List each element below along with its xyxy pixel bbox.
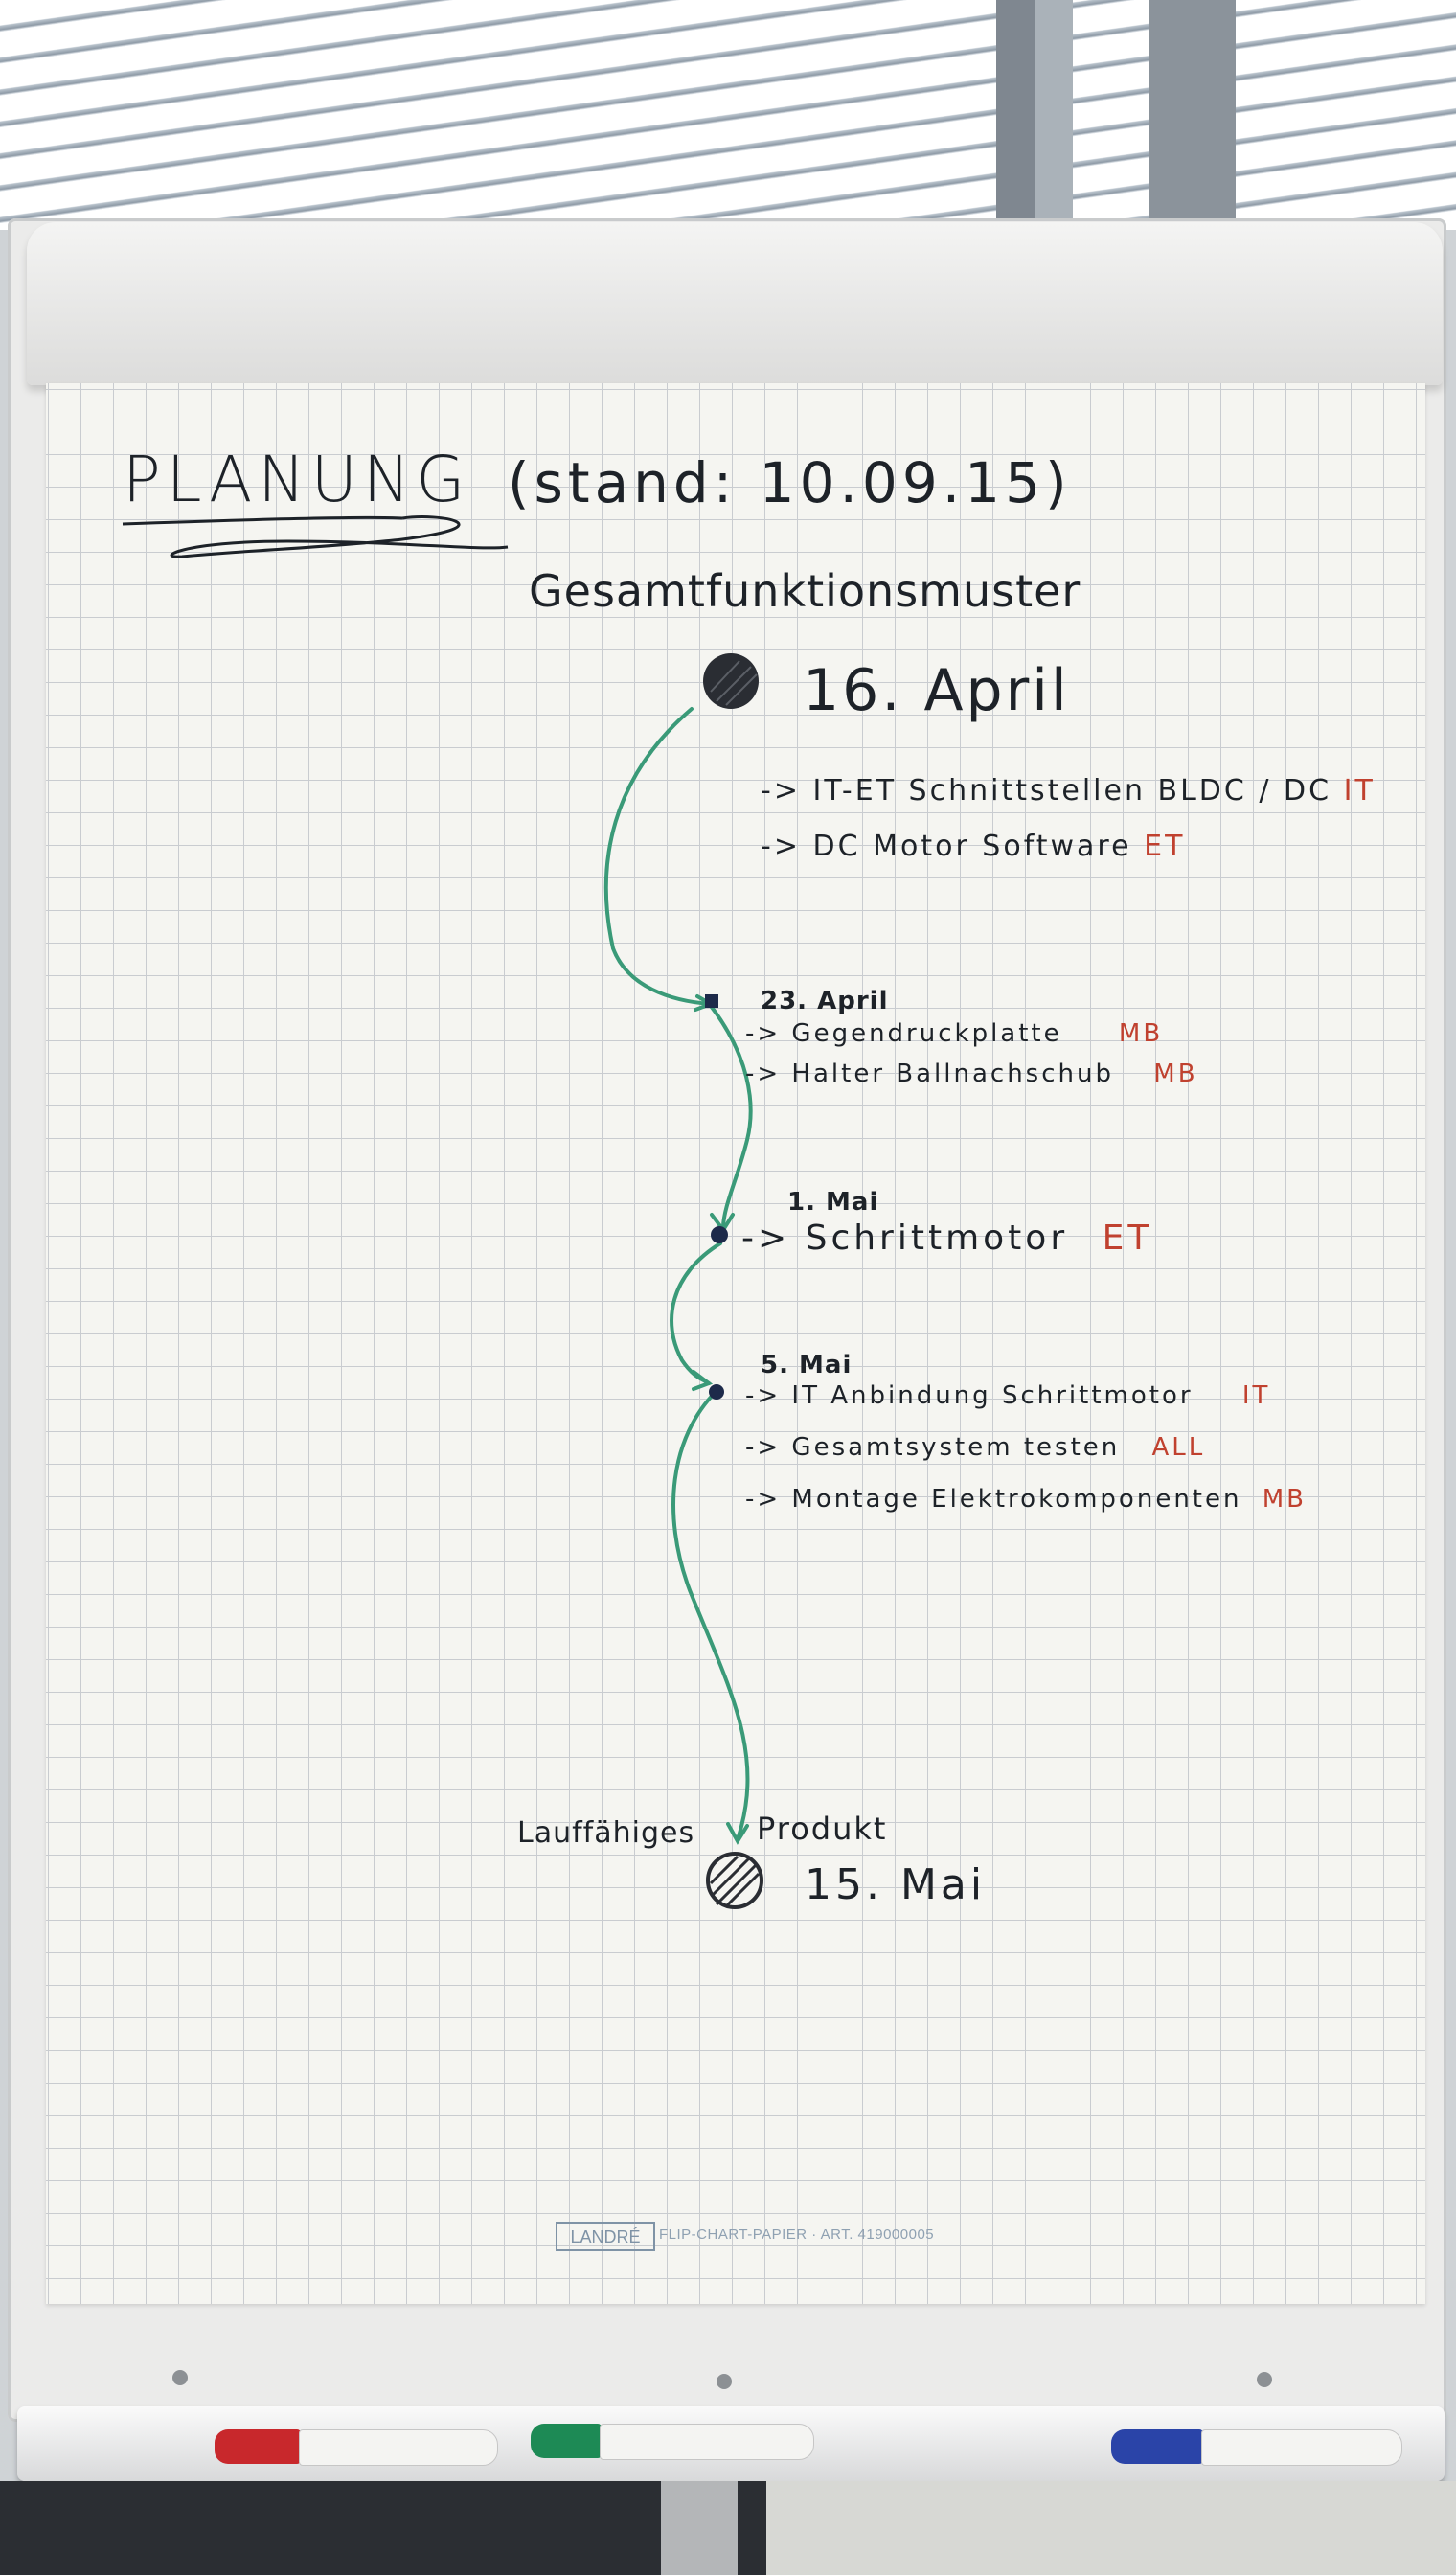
task-text: -> Halter Ballnachschub	[745, 1060, 1114, 1088]
paper-brand-text: FLIP-CHART-PAPIER · ART. 419000005	[659, 2226, 935, 2243]
screw-right	[1257, 2372, 1272, 2387]
task-text: -> IT Anbindung Schrittmotor	[745, 1381, 1194, 1410]
window-frame	[996, 0, 1035, 230]
window-frame-right	[1149, 0, 1236, 230]
task-text: -> IT-ET Schnittstellen BLDC / DC	[761, 774, 1332, 808]
easel-stand	[661, 2481, 738, 2575]
red-marker-cap	[215, 2429, 301, 2464]
green-marker-body	[600, 2424, 814, 2460]
green-marker[interactable]	[531, 2424, 814, 2460]
red-marker-body	[299, 2429, 498, 2466]
flipchart-clamp	[27, 222, 1443, 385]
task-text: -> DC Motor Software	[761, 830, 1132, 863]
task-owner: IT	[1241, 1381, 1271, 1410]
final-date: 15. Mai	[805, 1860, 987, 1909]
green-marker-cap	[531, 2424, 602, 2458]
milestone-date-3: 1. Mai	[787, 1188, 879, 1217]
blue-marker-body	[1201, 2429, 1402, 2466]
page-title: PLANUNG	[123, 443, 471, 516]
red-marker[interactable]	[215, 2429, 498, 2466]
task-owner: MB	[1153, 1060, 1198, 1088]
task-text: -> Gesamtsystem testen	[745, 1433, 1121, 1462]
task-owner: ET	[1102, 1219, 1153, 1258]
milestone-date-4: 5. Mai	[761, 1351, 853, 1379]
final-label-left: Lauffähiges	[517, 1816, 695, 1850]
milestone-2-task-2: -> Halter Ballnachschub MB	[745, 1060, 1198, 1088]
final-label-right: Produkt	[757, 1811, 888, 1847]
task-owner: MB	[1262, 1485, 1308, 1514]
floor-light	[766, 2481, 1456, 2575]
milestone-1-task-1: -> IT-ET Schnittstellen BLDC / DC IT	[761, 774, 1376, 808]
paper-logo: LANDRÉ	[556, 2222, 655, 2251]
milestone-4-task-3: -> Montage Elektrokomponenten MB	[745, 1485, 1307, 1514]
screw-left	[172, 2370, 188, 2385]
title-underline	[122, 515, 509, 558]
milestone-1-task-2: -> DC Motor Software ET	[761, 830, 1185, 863]
milestone-4-task-1: -> IT Anbindung Schrittmotor IT	[745, 1381, 1270, 1410]
task-text: -> Montage Elektrokomponenten	[745, 1485, 1242, 1514]
milestone-3-task-1: -> Schrittmotor ET	[741, 1219, 1152, 1258]
blue-marker-cap	[1111, 2429, 1203, 2464]
task-owner: MB	[1118, 1019, 1164, 1048]
screw-middle	[717, 2374, 732, 2389]
subtitle: Gesamtfunktionsmuster	[529, 565, 1081, 617]
milestone-4-task-2: -> Gesamtsystem testen ALL	[745, 1433, 1205, 1462]
blue-marker[interactable]	[1111, 2429, 1402, 2466]
task-owner: ALL	[1151, 1433, 1206, 1462]
milestone-date-2: 23. April	[761, 987, 889, 1015]
milestone-2-task-1: -> Gegendruckplatte MB	[745, 1019, 1163, 1048]
task-text: -> Gegendruckplatte	[745, 1019, 1062, 1048]
task-text: -> Schrittmotor	[741, 1219, 1069, 1258]
milestone-date-1: 16. April	[803, 657, 1070, 724]
task-owner: ET	[1144, 830, 1186, 863]
task-owner: IT	[1343, 774, 1376, 808]
flipchart-paper	[46, 383, 1425, 2304]
stand-date: (stand: 10.09.15)	[508, 450, 1072, 515]
